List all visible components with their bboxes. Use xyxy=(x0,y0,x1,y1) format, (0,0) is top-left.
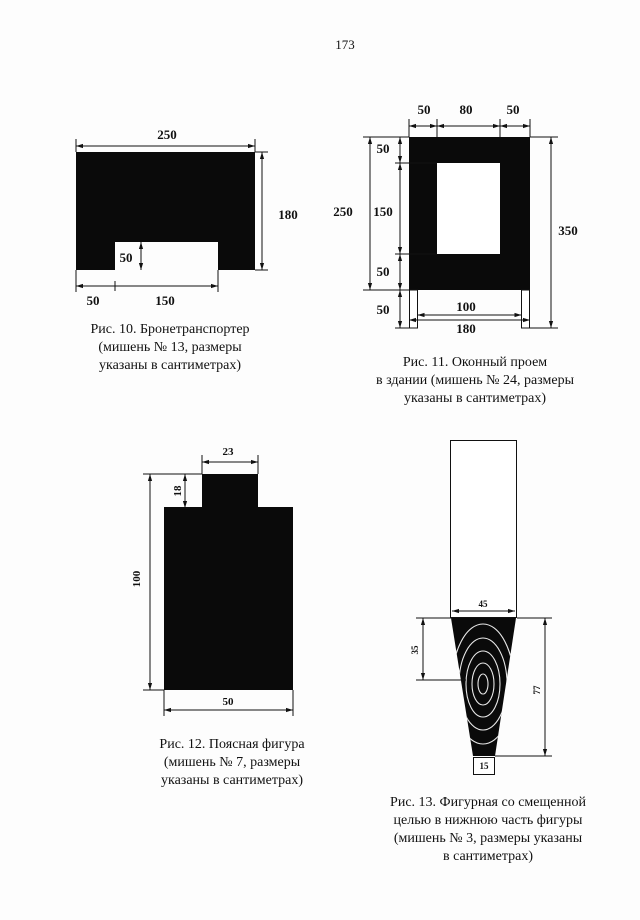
lower-target-zone xyxy=(451,618,516,756)
dimension-label-total-height: 350 xyxy=(558,223,578,238)
figure-13-figured-target: 45 35 77 15 xyxy=(410,440,552,775)
scoring-ring xyxy=(477,673,489,695)
caption-line: (мишень № 13, размеры xyxy=(98,340,242,355)
head-silhouette xyxy=(202,474,258,508)
bottom-width-box xyxy=(473,757,495,775)
caption-line: Рис. 10. Бронетранспортер xyxy=(90,322,250,337)
caption-line: целью в нижнюю часть фигуры xyxy=(393,813,583,828)
dimension-label-target-height: 35 xyxy=(410,645,420,655)
dimension-label-total-height: 100 xyxy=(131,570,143,587)
dimension-label-inner-width: 100 xyxy=(456,299,476,314)
upper-panel xyxy=(450,440,517,618)
caption-line: указаны в сантиметрах) xyxy=(161,773,303,788)
caption-line: (мишень № 7, размеры xyxy=(163,755,301,770)
dimension-label-head-width: 23 xyxy=(223,446,235,458)
window-opening xyxy=(437,163,500,254)
dimension-label-lower-height: 77 xyxy=(532,685,542,695)
caption-line: указаны в сантиметрах) xyxy=(99,358,241,373)
caption-line: Рис. 12. Поясная фигура xyxy=(159,737,305,752)
dimension-label-seg-sill: 50 xyxy=(377,264,390,279)
dimension-label-top-left: 50 xyxy=(418,102,431,117)
dimension-label-notch-width: 150 xyxy=(155,293,175,308)
page-number: 173 xyxy=(335,37,355,52)
dimension-label-left-offset: 50 xyxy=(87,293,100,308)
caption-figure-12: Рис. 12. Поясная фигура (мишень № 7, раз… xyxy=(122,736,342,790)
dimension-label-top-right: 50 xyxy=(507,102,520,117)
dimension-label-outer-width: 180 xyxy=(456,321,476,336)
dimension-label-wall-height: 250 xyxy=(333,204,353,219)
dimension-label-top-middle: 80 xyxy=(460,102,473,117)
caption-figure-13: Рис. 13. Фигурная со смещенной целью в н… xyxy=(373,794,603,866)
caption-line: Рис. 11. Оконный проем xyxy=(402,355,548,370)
torso-silhouette xyxy=(164,507,293,690)
caption-line: в здании (мишень № 24, размеры xyxy=(376,373,574,388)
armored-carrier-silhouette xyxy=(76,152,255,270)
dimension-label-body-width: 50 xyxy=(223,696,235,708)
dimension-label-seg-top: 50 xyxy=(377,141,390,156)
dimension-label-head-height: 18 xyxy=(172,485,184,497)
figure-11-window-opening: 50 80 50 250 50 150 50 50 350 100 xyxy=(333,102,578,336)
figure-12-waist-figure: 23 18 100 50 xyxy=(131,446,294,716)
caption-line: указаны в сантиметрах) xyxy=(404,391,546,406)
caption-line: (мишень № 3, размеры указаны xyxy=(393,831,583,846)
scoring-ring xyxy=(471,662,495,706)
dimension-label-seg-base: 50 xyxy=(377,302,390,317)
right-pillar xyxy=(521,289,530,329)
caption-line: Рис. 13. Фигурная со смещенной xyxy=(390,795,586,810)
scoring-ring xyxy=(465,650,501,718)
left-pillar xyxy=(409,289,418,329)
dimension-label-seg-window: 150 xyxy=(373,204,393,219)
dimension-label-total-width: 250 xyxy=(157,127,177,142)
caption-figure-10: Рис. 10. Бронетранспортер (мишень № 13, … xyxy=(60,321,280,375)
figure-10-armored-carrier: 250 180 50 50 150 xyxy=(75,127,298,308)
caption-figure-11: Рис. 11. Оконный проем в здании (мишень … xyxy=(350,354,600,408)
dimension-label-top-width: 45 xyxy=(479,599,489,609)
dimension-label-height: 180 xyxy=(278,207,298,222)
caption-line: в сантиметрах) xyxy=(442,849,534,864)
dimension-label-notch-height: 50 xyxy=(120,250,133,265)
dimension-label-bottom-width: 15 xyxy=(480,761,490,771)
